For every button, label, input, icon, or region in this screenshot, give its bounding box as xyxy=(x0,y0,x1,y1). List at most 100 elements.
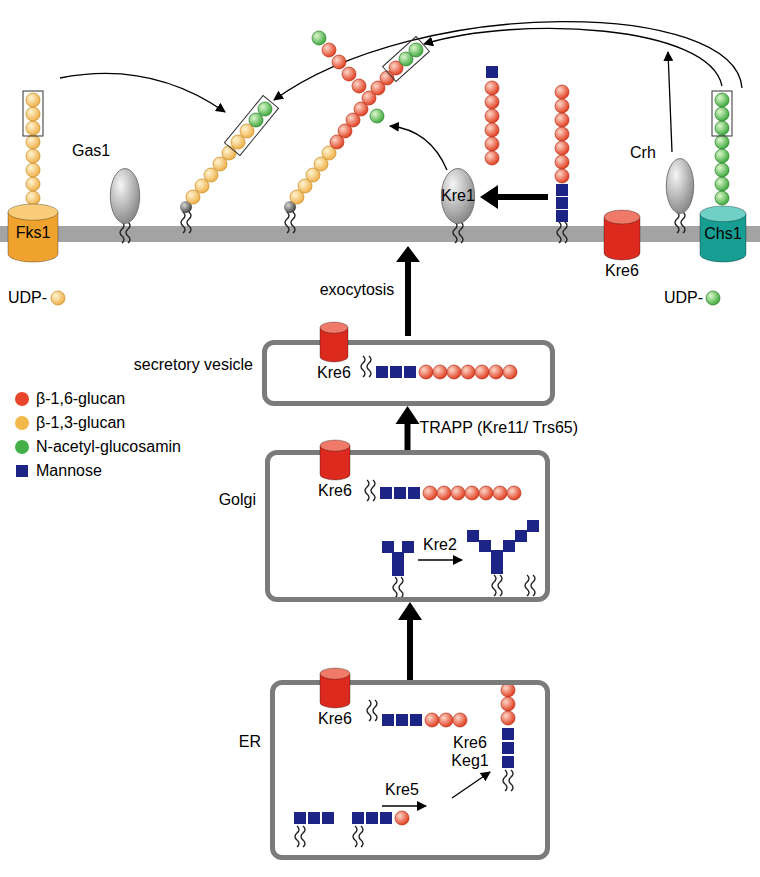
cross-linked-glucan xyxy=(409,43,423,57)
beta-13-glucan-chain xyxy=(26,191,40,205)
vesicle-glucan xyxy=(489,365,503,379)
er-glycans xyxy=(294,812,306,824)
er-glycans xyxy=(395,811,409,825)
gpi-anchor xyxy=(557,222,567,243)
annotation-label: Kre2 xyxy=(423,536,457,554)
golgi-glycans xyxy=(465,486,479,500)
golgi-glycans xyxy=(437,486,451,500)
beta-13-glucan-chain xyxy=(26,163,40,177)
annotation-label: Kre5 xyxy=(385,781,419,799)
block-arrow xyxy=(480,185,498,209)
compartment-box: ERKre6 xyxy=(270,680,550,860)
beta-16-glucan-chain xyxy=(555,155,569,169)
cylinder-top xyxy=(604,210,640,224)
golgi-glycans xyxy=(408,487,420,499)
cylinder-top xyxy=(700,206,746,222)
vesicle-glucan xyxy=(419,365,433,379)
protein-body xyxy=(110,169,139,224)
beta-16-glucan-chain xyxy=(556,197,568,209)
node-label: Kre6 xyxy=(317,364,351,382)
golgi-glycans xyxy=(507,486,521,500)
chitin-chain xyxy=(715,121,729,135)
beta-13-glucan-chain xyxy=(23,91,43,136)
cross-linked-glucan xyxy=(312,31,326,45)
cylinder-shape xyxy=(320,668,350,708)
annotation-label: Kre6 Keg1 xyxy=(448,734,492,770)
transfer-arrow xyxy=(60,22,742,170)
arrow-head xyxy=(396,406,420,424)
beta-16-glucan-chain xyxy=(485,95,499,109)
cross-linked-glucan xyxy=(322,43,336,57)
compartment-box: GolgiKre6 xyxy=(265,450,550,602)
beta-16-glucan-chain xyxy=(485,137,499,151)
beta-13-glucan-chain xyxy=(23,91,65,305)
protein-body xyxy=(441,169,474,224)
cylinder-top xyxy=(320,668,350,679)
vesicle-glucan xyxy=(503,365,517,379)
vesicle-glucan xyxy=(361,356,371,377)
gpi-anchor xyxy=(675,212,685,233)
node-label: Gas1 xyxy=(72,142,110,160)
protein-ellipse: Crh xyxy=(666,158,694,214)
er-glycans xyxy=(425,713,439,727)
annotation-label: exocytosis xyxy=(320,281,395,299)
golgi-glycans xyxy=(380,487,392,499)
cylinder-shape xyxy=(604,210,640,260)
arrow-shaft xyxy=(407,620,413,680)
er-glycans xyxy=(501,683,515,697)
transfer-arrow xyxy=(60,73,225,112)
gpi-anchor xyxy=(181,212,191,233)
transport-arrow xyxy=(396,406,420,450)
beta-13-glucan-chain xyxy=(26,121,40,135)
beta-16-glucan-chain xyxy=(556,184,568,196)
er-glycans xyxy=(453,713,467,727)
golgi-glycans xyxy=(525,575,535,596)
annotation-label: UDP- xyxy=(664,289,703,307)
golgi-glycans xyxy=(392,552,404,564)
er-glycans xyxy=(501,711,515,725)
chitin-chain xyxy=(715,107,729,121)
legend-swatch xyxy=(15,440,29,454)
golgi-glycans xyxy=(515,530,527,542)
cross-linked-glucan xyxy=(224,96,278,156)
cylinder-shape xyxy=(320,322,348,362)
er-glycans xyxy=(452,772,490,798)
transport-arrow xyxy=(398,602,422,680)
er-glycans xyxy=(439,713,453,727)
cross-linked-glucan xyxy=(352,79,366,93)
node-label: Golgi xyxy=(219,491,256,509)
cross-linked-glucan xyxy=(383,37,430,82)
vesicle-glucan xyxy=(376,366,388,378)
golgi-glycans xyxy=(479,540,491,552)
legend-text: Mannose xyxy=(36,462,102,480)
legend-text: N-acetyl-glucosamin xyxy=(36,438,181,456)
er-glycans xyxy=(322,812,334,824)
block-arrow xyxy=(498,194,548,200)
er-glycans xyxy=(501,697,515,711)
er-glycans xyxy=(308,812,320,824)
er-glycans xyxy=(502,756,514,768)
cross-linked-glucan xyxy=(332,55,346,69)
er-glycans xyxy=(382,805,426,806)
ellipse-shape xyxy=(110,168,140,224)
protein-cylinder: Kre6 xyxy=(320,668,350,708)
arrow-shaft xyxy=(405,424,411,450)
golgi-glycans xyxy=(491,562,503,574)
beta-13-glucan-chain xyxy=(26,177,40,191)
beta-16-glucan-chain xyxy=(555,85,569,99)
compartment-box: secretory vesicleKre6 xyxy=(262,340,555,406)
node-label: Crh xyxy=(630,144,656,162)
golgi-glycans xyxy=(423,486,437,500)
cylinder-top xyxy=(320,440,350,451)
protein-body xyxy=(666,159,693,214)
golgi-glycans xyxy=(365,480,375,501)
chitin-chain xyxy=(706,291,720,305)
vesicle-glucan xyxy=(390,366,402,378)
beta-16-glucan-chain xyxy=(485,81,499,95)
transfer-arrow xyxy=(424,28,722,86)
golgi-glycans xyxy=(393,577,403,598)
golgi-glycans xyxy=(491,550,503,562)
vesicle-glucan xyxy=(447,365,461,379)
vesicle-glucan xyxy=(461,365,475,379)
